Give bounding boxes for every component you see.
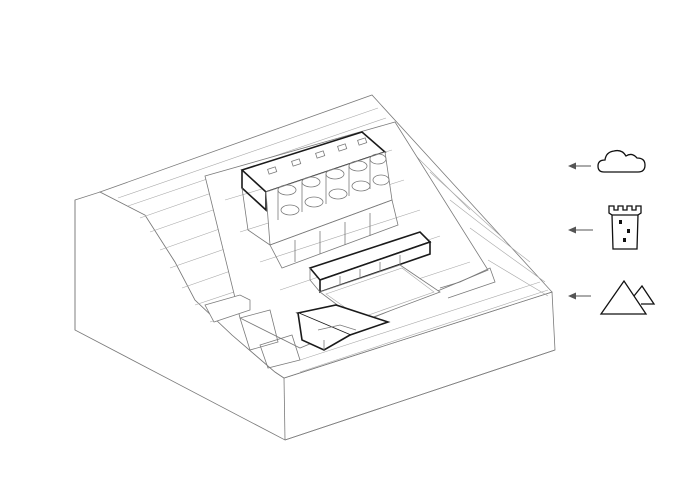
middle-building	[308, 231, 432, 294]
tower-icon	[608, 205, 642, 250]
mountain-icon	[599, 279, 656, 315]
legend	[568, 149, 656, 315]
balconies	[277, 153, 390, 220]
cloud-icon	[597, 149, 646, 173]
upper-building	[240, 131, 399, 269]
lower-building	[295, 304, 391, 351]
lower-walls	[204, 267, 496, 369]
arrow-cloud	[568, 162, 591, 170]
arrow-mountain	[568, 292, 591, 300]
arrow-tower	[568, 226, 593, 234]
